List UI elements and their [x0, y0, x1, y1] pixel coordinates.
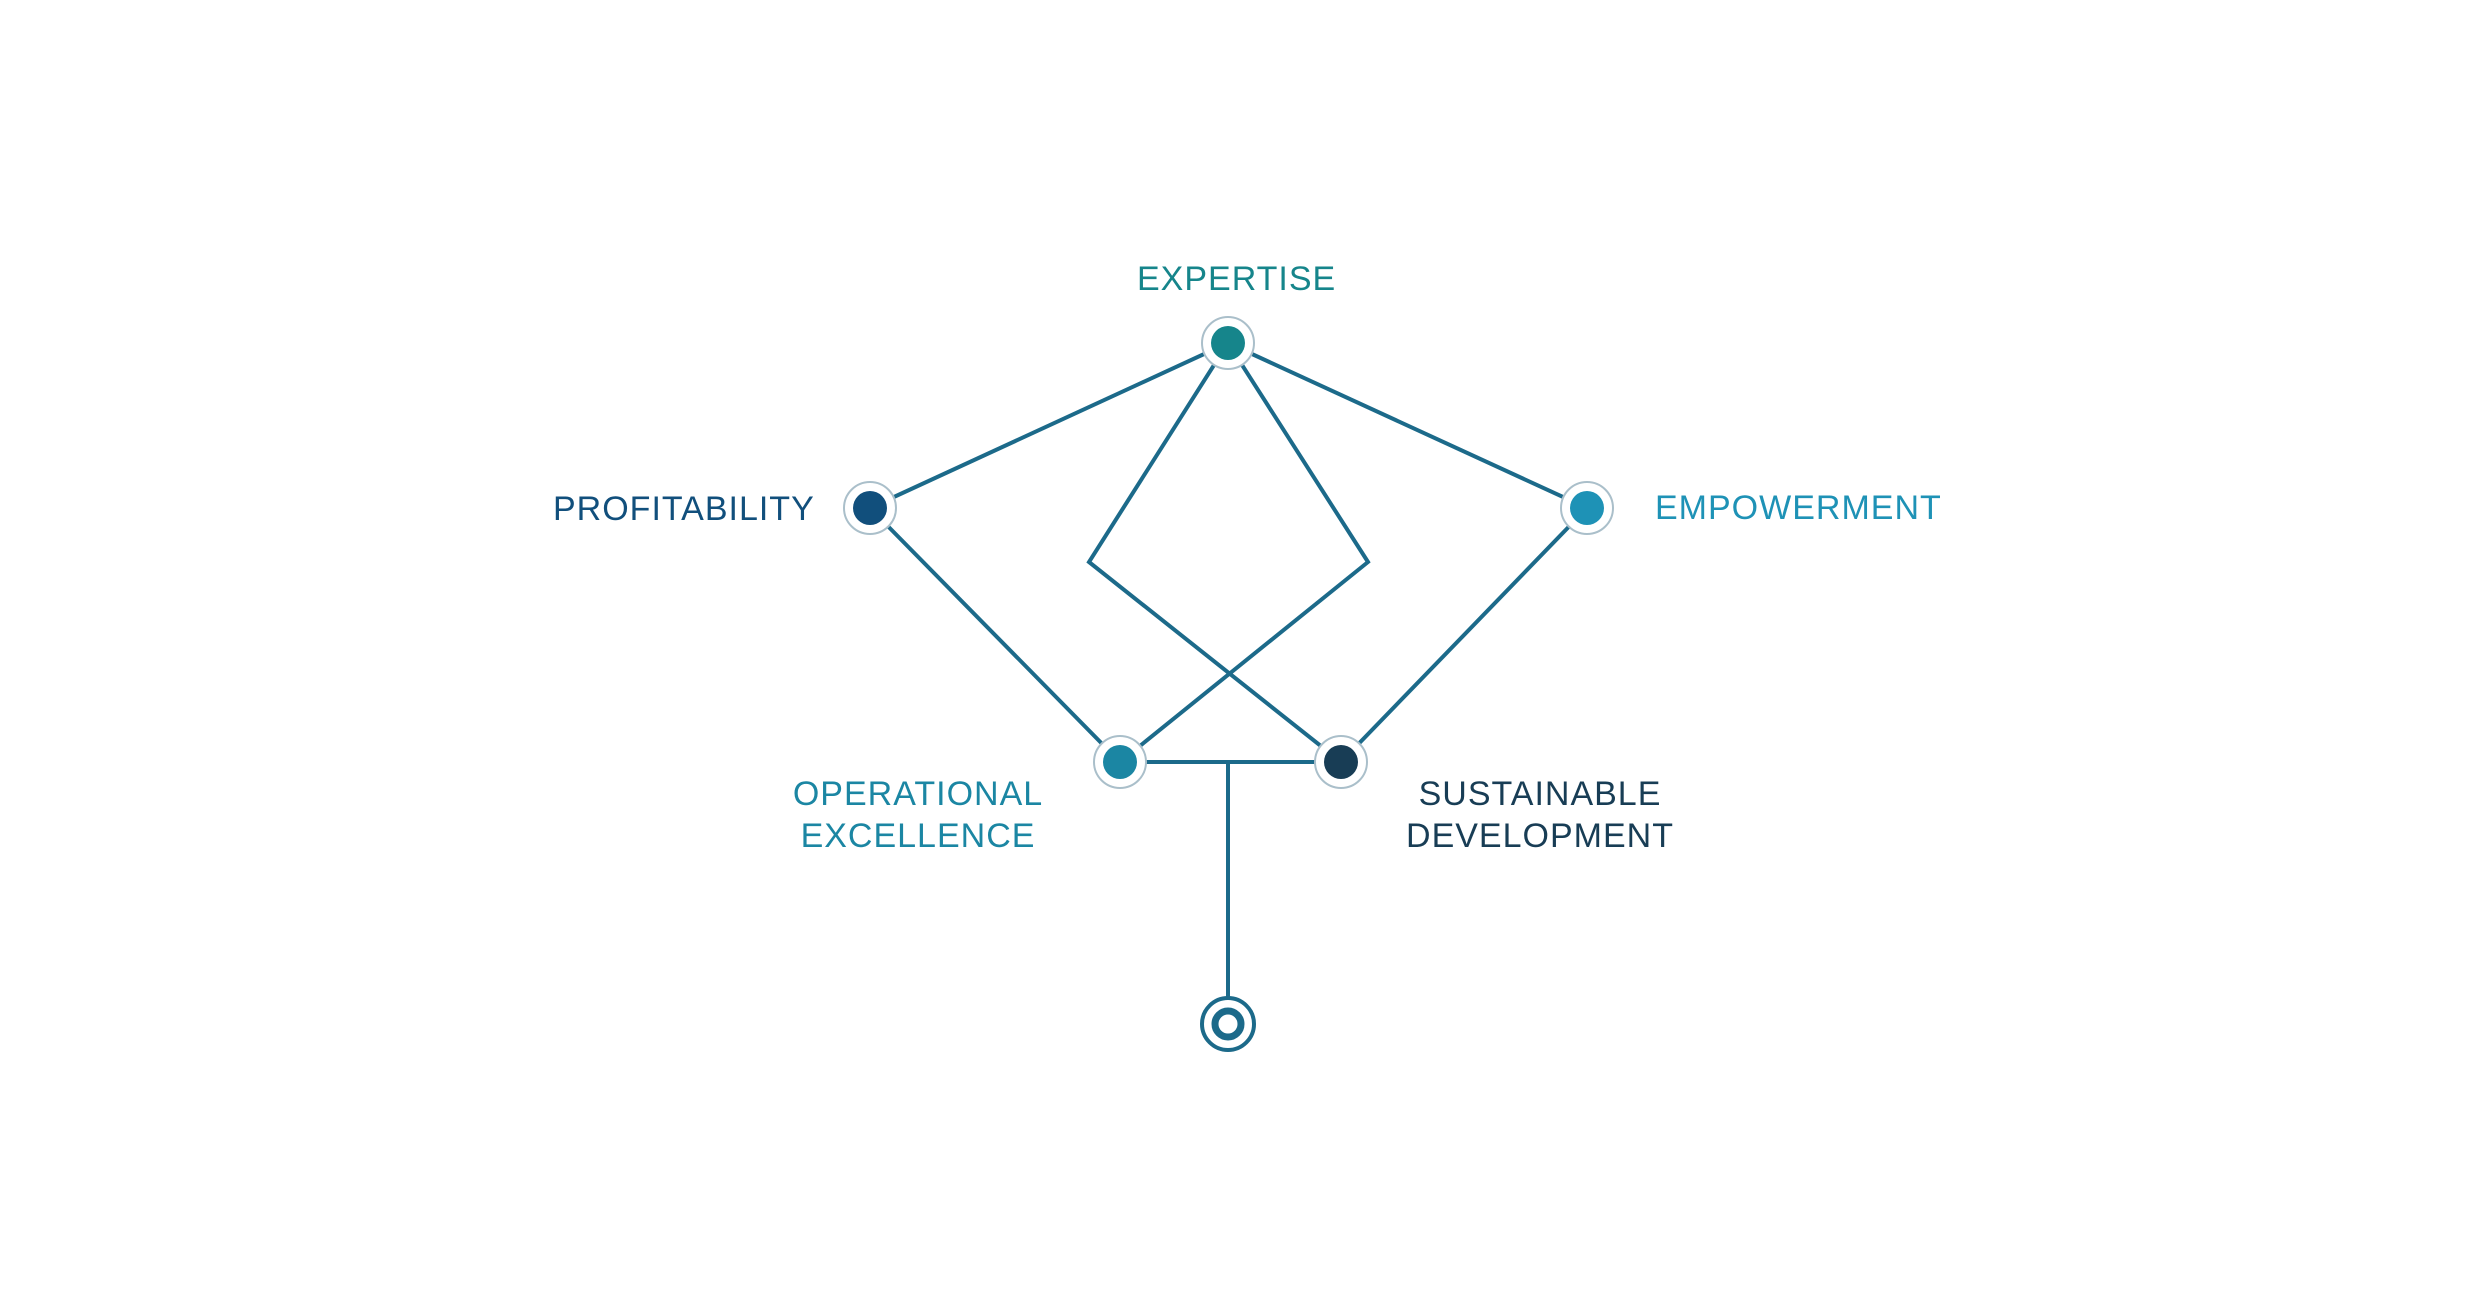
empowerment-label: EMPOWERMENT [1655, 489, 1942, 527]
operational-excellence-node-dot [1103, 745, 1137, 779]
profitability-node-dot [853, 491, 887, 525]
expertise-node-dot [1211, 326, 1245, 360]
sustainable-development-label-line2: DEVELOPMENT [1406, 817, 1674, 855]
sustainable-development-node-dot [1324, 745, 1358, 779]
edge-empowerment-sustainable-development [1339, 506, 1589, 764]
sustainable-development-label: SUSTAINABLE DEVELOPMENT [1405, 773, 1675, 857]
edge-expertise-empowerment [1227, 341, 1588, 510]
empowerment-node [1560, 481, 1614, 535]
operational-excellence-label-line2: EXCELLENCE [800, 817, 1036, 855]
edge-profitability-operational-excellence [868, 506, 1122, 764]
operational-excellence-label: OPERATIONAL EXCELLENCE [790, 773, 1046, 857]
empowerment-node-dot [1570, 491, 1604, 525]
nodes [843, 316, 1614, 1052]
profitability-label: PROFITABILITY [553, 490, 815, 528]
expertise-node [1201, 316, 1255, 370]
edge-expertise-profitability [869, 341, 1229, 510]
connector-lines [868, 341, 1589, 1024]
root-target-inner-ring [1211, 1007, 1245, 1041]
operational-excellence-label-line1: OPERATIONAL [792, 775, 1044, 813]
root-target-icon [1200, 996, 1256, 1052]
edge-expertise-to-sustainable-development [1086, 341, 1343, 764]
operational-excellence-node [1093, 735, 1147, 789]
profitability-node [843, 481, 897, 535]
sustainable-development-node [1314, 735, 1368, 789]
expertise-label: EXPERTISE [1137, 260, 1337, 298]
edge-expertise-to-operational-excellence [1118, 341, 1371, 764]
sustainable-development-label-line1: SUSTAINABLE [1418, 775, 1662, 813]
